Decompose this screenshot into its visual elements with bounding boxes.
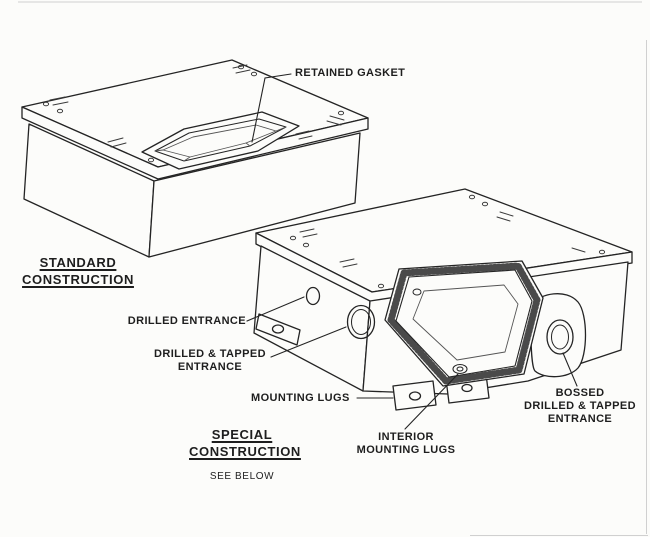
mounting-lug-bottom bbox=[392, 380, 437, 411]
leader-drilled-entrance bbox=[246, 296, 305, 322]
lid-screw-dimple bbox=[377, 283, 385, 289]
special-opening-channel-edge bbox=[395, 269, 533, 378]
bossed-line3: ENTRANCE bbox=[547, 413, 613, 425]
boss-hole-inner bbox=[551, 324, 569, 350]
standard-box-lid-marks bbox=[42, 64, 345, 163]
mounting-lug-bottom-hole bbox=[408, 391, 422, 401]
standard-title-line2: CONSTRUCTION bbox=[22, 272, 134, 287]
lid-screw-dimple bbox=[56, 108, 64, 114]
interior-screw-dimple bbox=[412, 288, 422, 296]
special-construction-title: SPECIAL CONSTRUCTION bbox=[189, 426, 301, 460]
bossed-entrance-boss bbox=[530, 293, 587, 378]
bossed-line1: BOSSED bbox=[555, 387, 605, 399]
page-edge-artifacts bbox=[18, 1, 648, 536]
standard-construction-title: STANDARD CONSTRUCTION bbox=[14, 254, 142, 288]
callout-bossed-entrance: BOSSED DRILLED & TAPPED ENTRANCE bbox=[514, 387, 646, 426]
leader-retained-gasket bbox=[251, 73, 292, 143]
special-box-lid-rim bbox=[255, 232, 633, 304]
special-box-entrance-holes bbox=[305, 286, 376, 340]
special-opening-hatch-band bbox=[387, 262, 541, 385]
gasket-corner-lines bbox=[154, 126, 287, 162]
callout-drilled-tapped-entrance: DRILLED & TAPPED ENTRANCE bbox=[150, 348, 270, 374]
drilled-tapped-line2: ENTRANCE bbox=[177, 361, 243, 373]
drilled-tapped-line1: DRILLED & TAPPED bbox=[154, 348, 266, 360]
lid-hatch-dashes bbox=[49, 64, 345, 148]
leader-interior-mounting-lugs bbox=[404, 373, 459, 430]
standard-box-right-face bbox=[148, 132, 361, 258]
lid-screw-dimple bbox=[42, 101, 50, 107]
callout-leader-lines bbox=[246, 73, 578, 430]
lid-screw-dimple bbox=[598, 249, 606, 255]
mounting-lug-left bbox=[255, 313, 301, 346]
callout-retained-gasket: RETAINED GASKET bbox=[295, 67, 406, 79]
callout-mounting-lugs: MOUNTING LUGS bbox=[251, 392, 350, 404]
drilled-tapped-hole-inner bbox=[351, 309, 371, 335]
interior-mounting-lug-hole bbox=[456, 366, 464, 372]
interior-lugs-line1: INTERIOR bbox=[378, 431, 434, 443]
standard-box-drawing bbox=[21, 59, 369, 258]
see-below-note: SEE BELOW bbox=[209, 471, 275, 482]
drilled-entrance-hole bbox=[305, 286, 321, 306]
lid-screw-dimple bbox=[337, 110, 345, 116]
leader-bossed-entrance bbox=[562, 352, 578, 387]
bossed-line2: DRILLED & TAPPED bbox=[524, 400, 636, 412]
special-title-line2: CONSTRUCTION bbox=[189, 444, 301, 459]
callout-drilled-entrance: DRILLED ENTRANCE bbox=[127, 315, 246, 327]
boss-hole-outer bbox=[546, 319, 574, 355]
boss-outline bbox=[530, 293, 587, 378]
leader-drilled-tapped bbox=[270, 326, 347, 358]
standard-box-gasket-opening bbox=[141, 111, 300, 170]
lid-screw-dimple bbox=[289, 235, 297, 241]
callout-interior-mounting-lugs: INTERIOR MOUNTING LUGS bbox=[348, 431, 464, 457]
mounting-lug-foot-hole bbox=[461, 383, 473, 393]
special-box-drawing bbox=[253, 188, 633, 411]
interior-lugs-line2: MOUNTING LUGS bbox=[356, 444, 456, 456]
interior-mounting-lug-boss bbox=[452, 363, 468, 375]
special-opening-interior-wall bbox=[412, 284, 519, 361]
lid-screw-dimple bbox=[481, 201, 489, 207]
lid-screw-dimple bbox=[147, 157, 155, 163]
lid-screw-dimple bbox=[302, 242, 310, 248]
special-box-gasket-opening bbox=[384, 260, 544, 387]
standard-title-line1: STANDARD bbox=[39, 255, 117, 270]
lid-hatch-dashes bbox=[299, 211, 586, 268]
special-box-lid-marks bbox=[289, 194, 606, 289]
special-title-line1: SPECIAL bbox=[211, 427, 273, 442]
lid-screw-dimple bbox=[468, 194, 476, 200]
drilled-tapped-hole-outer bbox=[346, 304, 376, 340]
mounting-lug-left-hole bbox=[271, 324, 285, 334]
lid-screw-dimple bbox=[250, 71, 258, 77]
